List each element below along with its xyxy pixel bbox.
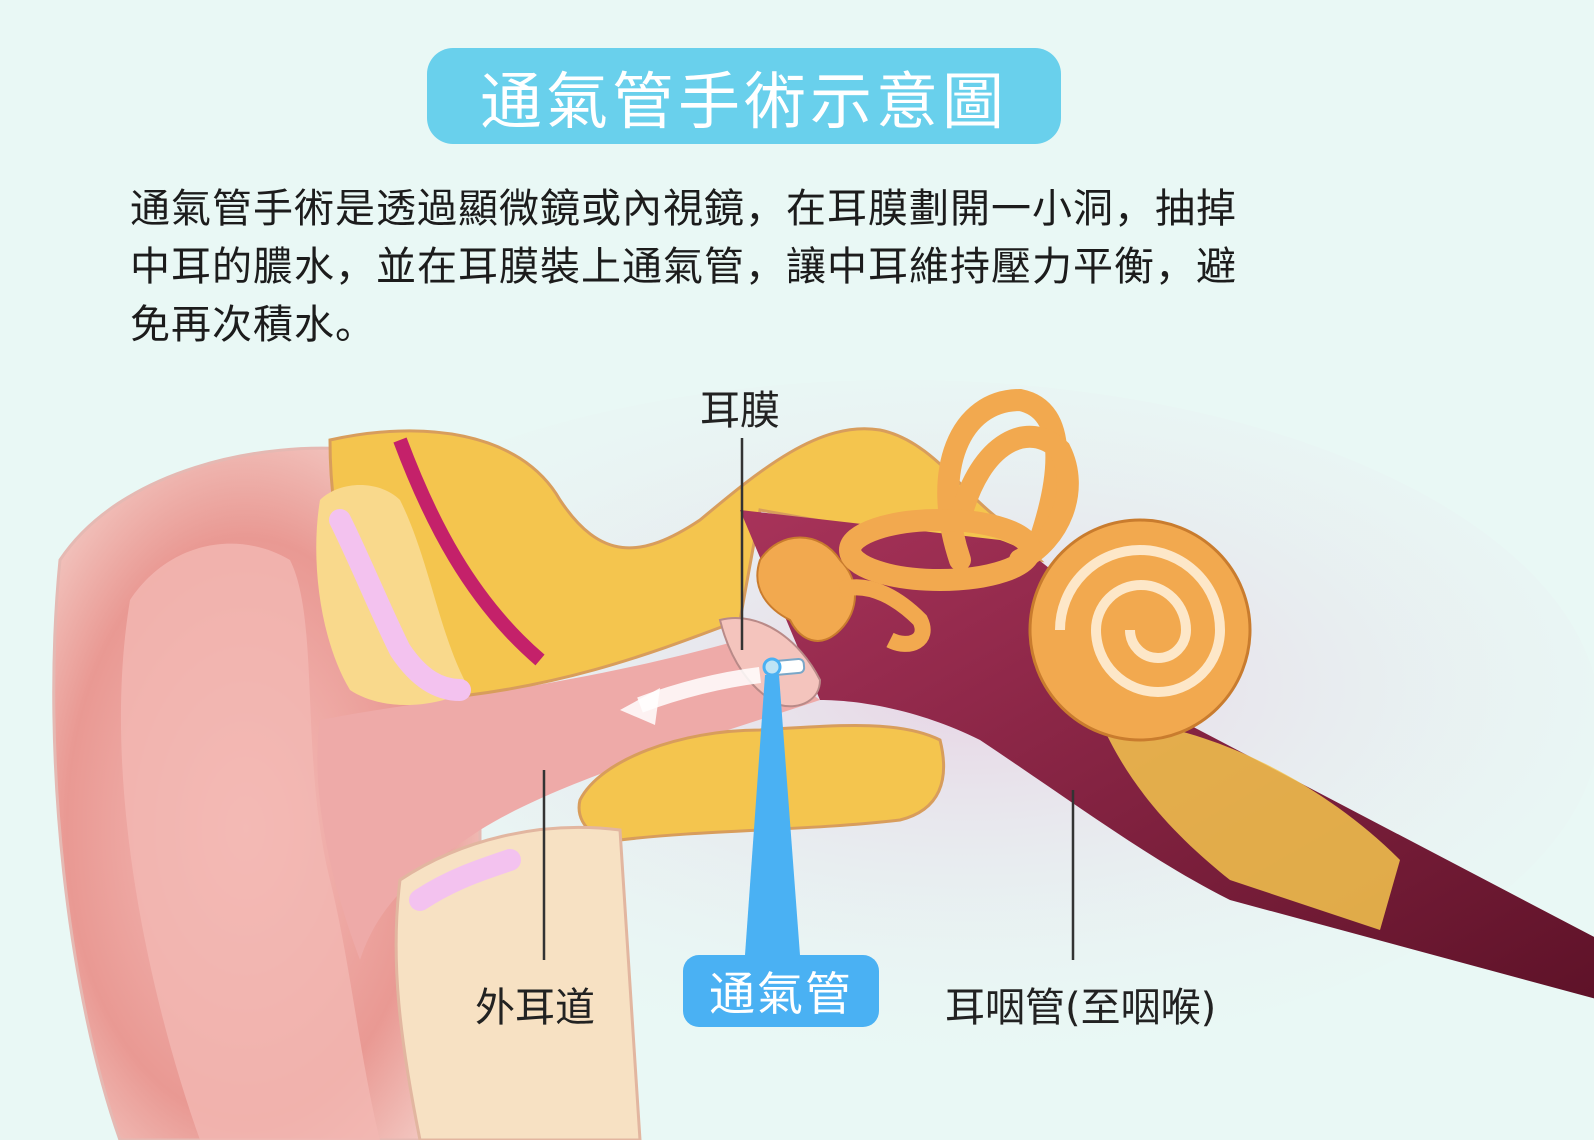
description-line-1: 通氣管手術是透過顯微鏡或內視鏡，在耳膜劃開一小洞，抽掉 [130,186,1237,232]
cartilage-streak [329,509,471,701]
cochlea [1028,518,1252,742]
ear-canal [317,640,820,960]
ear-fold [120,543,380,1140]
semicircular-canals [839,388,1079,591]
label-ventilation-tube-badge: 通氣管 [683,955,879,1027]
right-bone [1100,720,1400,930]
lower-cartilage [409,849,521,911]
label-eustachian-tube: 耳咽管(至咽喉) [945,985,1217,1031]
arrow-head [620,688,660,725]
stapes [837,579,931,652]
description-line-2: 中耳的膿水，並在耳膜裝上通氣管，讓中耳維持壓力平衡，避 [130,244,1237,290]
ventilation-tube-opening [762,657,782,677]
ear-anatomy-illustration [52,380,1594,1140]
title-banner: 通氣管手術示意圖 [427,48,1061,144]
label-eardrum: 耳膜 [700,388,780,434]
tube-pointer [745,675,800,955]
label-ventilation-tube: 通氣管 [709,967,853,1021]
label-ear-canal: 外耳道 [475,985,595,1031]
pink-membrane [393,437,545,666]
page-title: 通氣管手術示意圖 [479,65,1008,138]
description-line-3: 免再次積水。 [130,302,376,348]
jaw-bone [394,825,642,1140]
description: 通氣管手術是透過顯微鏡或內視鏡，在耳膜劃開一小洞，抽掉 中耳的膿水，並在耳膜裝上… [130,180,1380,354]
ossicles [756,536,856,642]
